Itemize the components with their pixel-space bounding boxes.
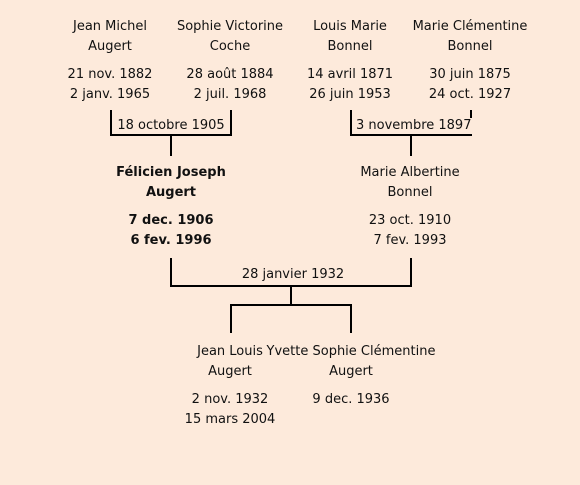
person-birth-date: 9 dec. 1936 (312, 392, 390, 407)
connector-line (350, 110, 352, 135)
person-death-date: 24 oct. 1927 (428, 87, 512, 102)
person-first-name: Marie Clémentine (412, 19, 528, 34)
person-first-name: Jean Louis (197, 344, 263, 359)
person-birth-date: 30 juin 1875 (429, 67, 511, 82)
person-last-name: Augert (88, 39, 132, 54)
person-death-date: 7 fev. 1993 (373, 233, 447, 248)
person-louis-marie-bonnel: Louis Marie Bonnel 14 avril 1871 26 juin… (275, 17, 425, 105)
person-birth-date: 21 nov. 1882 (67, 67, 153, 82)
person-last-name: Bonnel (387, 185, 433, 200)
connector-line (350, 304, 352, 333)
person-last-name: Bonnel (327, 39, 373, 54)
person-yvette-sophie-clementine-augert: Yvette Sophie Clémentine Augert 9 dec. 1… (266, 342, 436, 410)
connector-line (110, 110, 112, 135)
person-first-name: Louis Marie (313, 19, 387, 34)
person-death-date: 15 mars 2004 (184, 412, 276, 427)
connector-line (290, 286, 292, 305)
connector-line (410, 258, 412, 287)
marriage-date-parents: 28 janvier 1932 (236, 267, 350, 283)
person-birth-date: 23 oct. 1910 (368, 213, 452, 228)
person-birth-date: 28 août 1884 (186, 67, 274, 82)
connector-line (170, 258, 172, 287)
person-first-name: Jean Michel (73, 19, 147, 34)
person-jean-michel-augert: Jean Michel Augert 21 nov. 1882 2 janv. … (35, 17, 185, 105)
person-marie-clementine-bonnel: Marie Clémentine Bonnel 30 juin 1875 24 … (395, 17, 545, 105)
connector-line (230, 110, 232, 135)
person-last-name: Augert (145, 185, 197, 200)
person-last-name: Augert (329, 364, 373, 379)
connector-line (410, 135, 412, 156)
person-birth-date: 14 avril 1871 (306, 67, 394, 82)
person-birth-date: 2 nov. 1932 (191, 392, 269, 407)
person-last-name: Bonnel (447, 39, 493, 54)
person-birth-date: 7 dec. 1906 (128, 213, 214, 228)
person-last-name: Augert (208, 364, 252, 379)
marriage-date-paternal: 18 octobre 1905 (114, 118, 228, 134)
marriage-date-maternal: 3 novembre 1897 (354, 118, 472, 134)
person-death-date: 2 juil. 1968 (193, 87, 267, 102)
person-death-date: 6 fev. 1996 (130, 233, 212, 248)
person-sophie-victorine-coche: Sophie Victorine Coche 28 août 1884 2 ju… (155, 17, 305, 105)
person-first-name: Yvette Sophie Clémentine (266, 344, 436, 359)
person-death-date: 26 juin 1953 (309, 87, 391, 102)
person-last-name: Coche (209, 39, 251, 54)
connector-line (170, 135, 172, 156)
person-first-name: Sophie Victorine (176, 19, 284, 34)
person-first-name: Félicien Joseph (116, 165, 226, 180)
connector-line (230, 304, 352, 306)
person-marie-albertine-bonnel: Marie Albertine Bonnel 23 oct. 1910 7 fe… (335, 163, 485, 251)
person-jean-louis-augert: Jean Louis Augert 2 nov. 1932 15 mars 20… (155, 342, 305, 430)
person-felicien-joseph-augert: Félicien Joseph Augert 7 dec. 1906 6 fev… (96, 163, 246, 251)
connector-line (230, 304, 232, 333)
person-first-name: Marie Albertine (360, 165, 460, 180)
person-death-date: 2 janv. 1965 (69, 87, 151, 102)
